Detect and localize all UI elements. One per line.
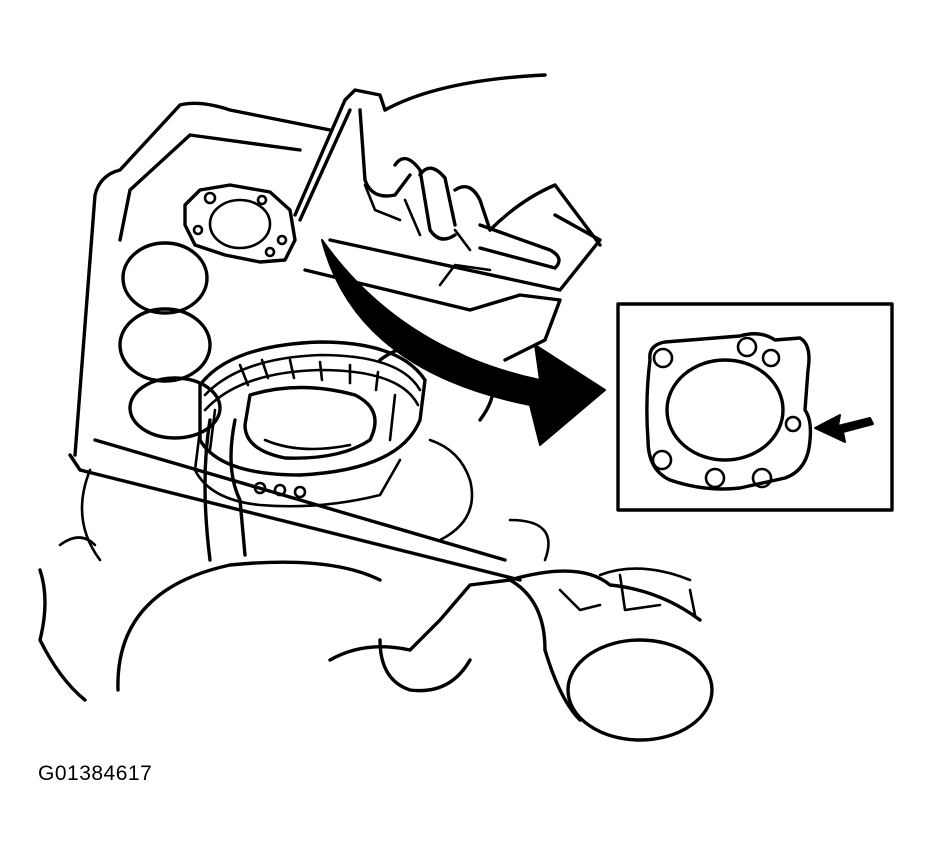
indicator-arrow xyxy=(814,414,874,443)
cylinder-bores xyxy=(118,241,222,440)
figure-id-label: G01384617 xyxy=(38,762,153,785)
piston-ring-compressor xyxy=(193,340,427,508)
crankcase xyxy=(116,518,714,742)
gasket-detail xyxy=(645,332,813,491)
lower-hand xyxy=(38,418,247,702)
curved-arrow[interactable] xyxy=(321,239,606,446)
inset-detail-box xyxy=(616,302,894,512)
gasket-on-block xyxy=(183,183,297,264)
engine-block xyxy=(68,101,602,582)
hand-holding-tool xyxy=(293,73,602,270)
